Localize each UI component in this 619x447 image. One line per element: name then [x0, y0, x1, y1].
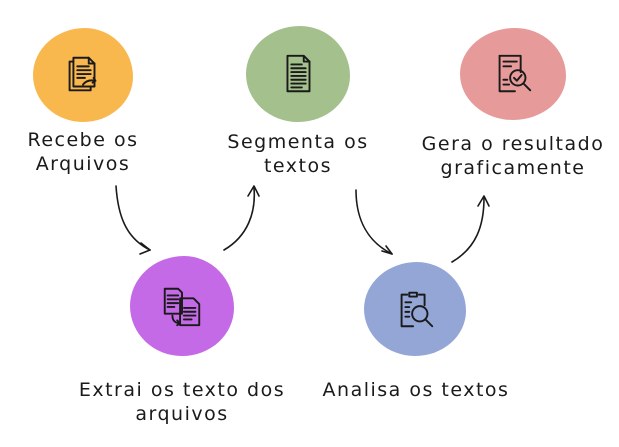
- arrow-segment-to-analyze: [355, 189, 393, 255]
- document-arrow-icon: [68, 56, 97, 92]
- step-extract-line-2: arquivos: [135, 403, 229, 425]
- step-receive-label: Recebe os Arquivos: [19, 128, 147, 176]
- step-extract-badge: [130, 256, 234, 356]
- arrow-analyze-to-result: [451, 195, 490, 263]
- step-receive-line-1: Recebe os: [27, 129, 139, 151]
- step-receive-badge: [33, 28, 133, 122]
- arrow-extract-to-segment: [223, 185, 260, 251]
- step-result-line-2: graficamente: [440, 157, 586, 179]
- step-extract-line-1: Extrai os texto dos: [78, 379, 286, 401]
- arrow-receive-to-extract: [115, 185, 151, 255]
- step-segment-line-2: textos: [263, 155, 333, 177]
- documents-transfer-icon: [163, 287, 201, 327]
- document-lines-icon: [286, 54, 311, 93]
- step-segment-label: Segmenta os textos: [222, 130, 374, 178]
- step-segment-line-1: Segmenta os: [227, 131, 369, 153]
- step-extract-label: Extrai os texto dos arquivos: [68, 378, 296, 426]
- step-result-badge: [460, 28, 566, 120]
- step-result-line-1: Gera o resultado: [421, 133, 605, 155]
- step-analyze-badge: [364, 262, 466, 356]
- step-segment-badge: [246, 26, 350, 122]
- step-result-label: Gera o resultado graficamente: [412, 132, 614, 180]
- step-analyze-label: Analisa os textos: [316, 378, 516, 402]
- clipboard-magnifier-icon: [400, 291, 434, 328]
- step-analyze-line-1: Analisa os textos: [322, 379, 510, 401]
- report-magnifier-check-icon: [498, 54, 532, 93]
- step-receive-line-2: Arquivos: [35, 153, 131, 175]
